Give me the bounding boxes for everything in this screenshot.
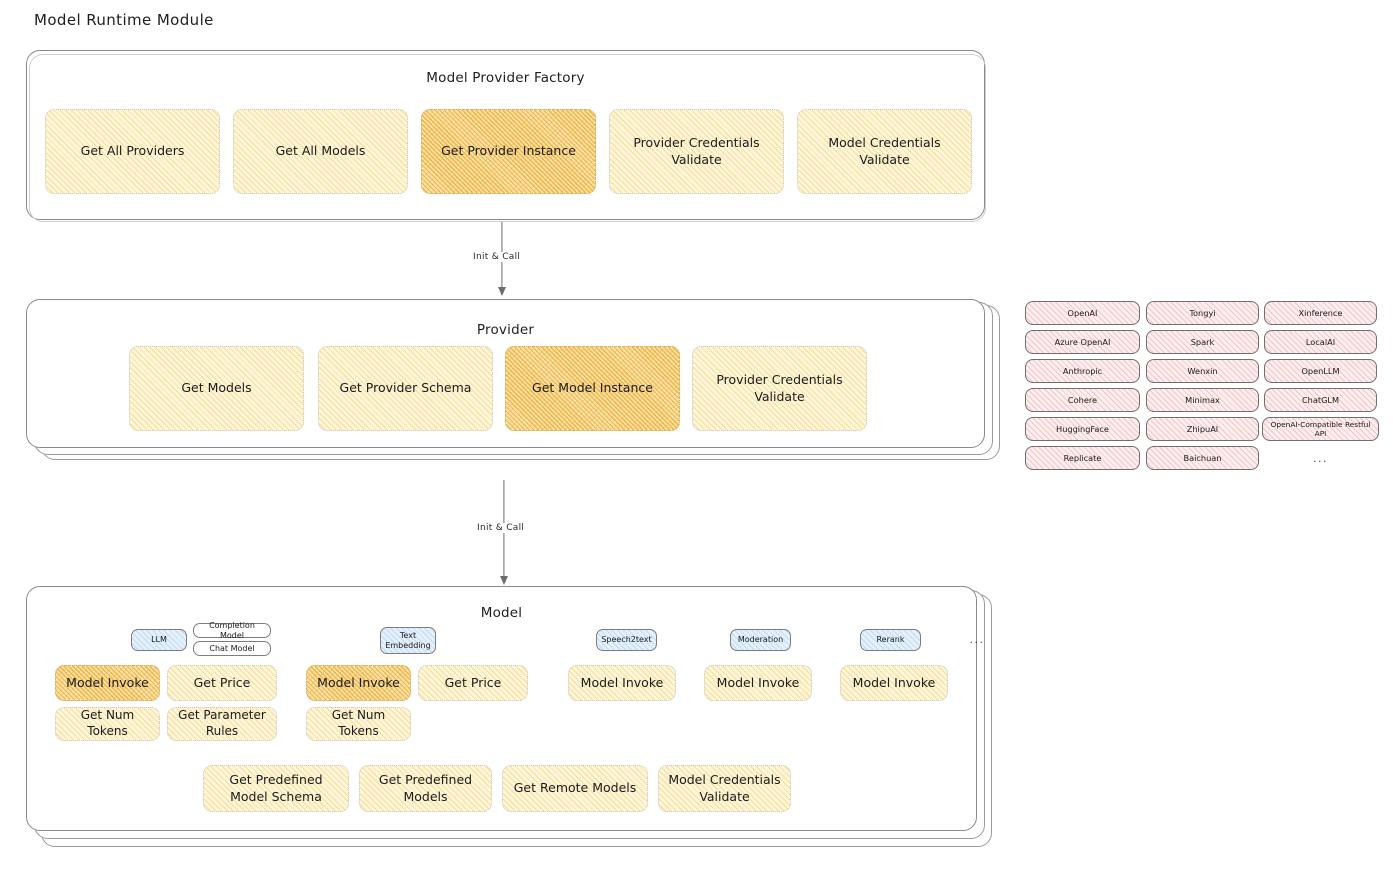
- node-get-all-providers[interactable]: Get All Providers: [45, 109, 220, 194]
- node-get-provider-instance[interactable]: Get Provider Instance: [421, 109, 596, 194]
- tag-moderation[interactable]: Moderation: [730, 629, 791, 651]
- node-get-provider-schema[interactable]: Get Provider Schema: [318, 346, 493, 431]
- node-text-embedding-model-invoke[interactable]: Model Invoke: [306, 665, 411, 701]
- node-speech2text-model-invoke[interactable]: Model Invoke: [568, 665, 676, 701]
- panel-model: Model LLM Completion Model Chat Model Mo…: [26, 586, 983, 831]
- chip-tongyi[interactable]: Tongyi: [1146, 301, 1259, 325]
- panel-provider: Provider Get Models Get Provider Schema …: [26, 299, 985, 448]
- tag-chat-model[interactable]: Chat Model: [193, 641, 271, 656]
- chip-azure-openai[interactable]: Azure OpenAI: [1025, 330, 1140, 354]
- node-provider-credentials-validate[interactable]: Provider Credentials Validate: [609, 109, 784, 194]
- node-get-remote-models[interactable]: Get Remote Models: [502, 765, 648, 812]
- page-title: Model Runtime Module: [34, 11, 214, 29]
- panel-title-factory: Model Provider Factory: [426, 70, 585, 86]
- chip-minimax[interactable]: Minimax: [1146, 388, 1259, 412]
- node-llm-get-price[interactable]: Get Price: [167, 665, 277, 701]
- model-types-more-ellipsis: ...: [969, 633, 985, 646]
- arrow-head: [500, 576, 508, 585]
- node-moderation-model-invoke[interactable]: Model Invoke: [704, 665, 812, 701]
- chip-openai[interactable]: OpenAI: [1025, 301, 1140, 325]
- chip-openai-compatible-restful-api[interactable]: OpenAI-Compatible Restful API: [1262, 417, 1379, 441]
- chip-wenxin[interactable]: Wenxin: [1146, 359, 1259, 383]
- panel-title-model: Model: [480, 605, 523, 621]
- node-get-all-models[interactable]: Get All Models: [233, 109, 408, 194]
- chip-cohere[interactable]: Cohere: [1025, 388, 1140, 412]
- node-llm-model-invoke[interactable]: Model Invoke: [55, 665, 160, 701]
- node-get-predefined-model-schema[interactable]: Get Predefined Model Schema: [203, 765, 349, 812]
- chip-replicate[interactable]: Replicate: [1025, 446, 1140, 470]
- chip-openllm[interactable]: OpenLLM: [1264, 359, 1377, 383]
- node-model-credentials-validate-3[interactable]: Model Credentials Validate: [658, 765, 791, 812]
- arrow-label-init-call-2: Init & Call: [474, 523, 528, 533]
- node-text-embedding-get-price[interactable]: Get Price: [418, 665, 528, 701]
- arrow-head: [498, 287, 506, 296]
- chip-spark[interactable]: Spark: [1146, 330, 1259, 354]
- panel-model-provider-factory: Model Provider Factory Get All Providers…: [26, 50, 986, 222]
- node-llm-get-parameter-rules[interactable]: Get Parameter Rules: [167, 707, 277, 741]
- chip-chatglm[interactable]: ChatGLM: [1264, 388, 1377, 412]
- node-llm-get-num-tokens[interactable]: Get Num Tokens: [55, 707, 160, 741]
- node-provider-credentials-validate-2[interactable]: Provider Credentials Validate: [692, 346, 867, 431]
- node-model-credentials-validate[interactable]: Model Credentials Validate: [797, 109, 972, 194]
- chip-localai[interactable]: LocalAI: [1264, 330, 1377, 354]
- chip-xinference[interactable]: Xinference: [1264, 301, 1377, 325]
- node-rerank-model-invoke[interactable]: Model Invoke: [840, 665, 948, 701]
- chip-anthropic[interactable]: Anthropic: [1025, 359, 1140, 383]
- node-get-predefined-models[interactable]: Get Predefined Models: [359, 765, 492, 812]
- chip-zhipuai[interactable]: ZhipuAI: [1146, 417, 1259, 441]
- tag-speech2text[interactable]: Speech2text: [596, 629, 657, 651]
- tag-completion-model[interactable]: Completion Model: [193, 621, 271, 640]
- tag-llm[interactable]: LLM: [131, 629, 187, 651]
- arrow-label-init-call-1: Init & Call: [470, 252, 524, 262]
- chip-huggingface[interactable]: HuggingFace: [1025, 417, 1140, 441]
- provider-list-more-ellipsis: ...: [1313, 452, 1328, 465]
- node-get-model-instance[interactable]: Get Model Instance: [505, 346, 680, 431]
- node-text-embedding-get-num-tokens[interactable]: Get Num Tokens: [306, 707, 411, 741]
- chip-baichuan[interactable]: Baichuan: [1146, 446, 1259, 470]
- node-get-models[interactable]: Get Models: [129, 346, 304, 431]
- tag-text-embedding[interactable]: Text Embedding: [380, 627, 436, 654]
- tag-rerank[interactable]: Rerank: [860, 629, 921, 651]
- panel-title-provider: Provider: [476, 322, 535, 338]
